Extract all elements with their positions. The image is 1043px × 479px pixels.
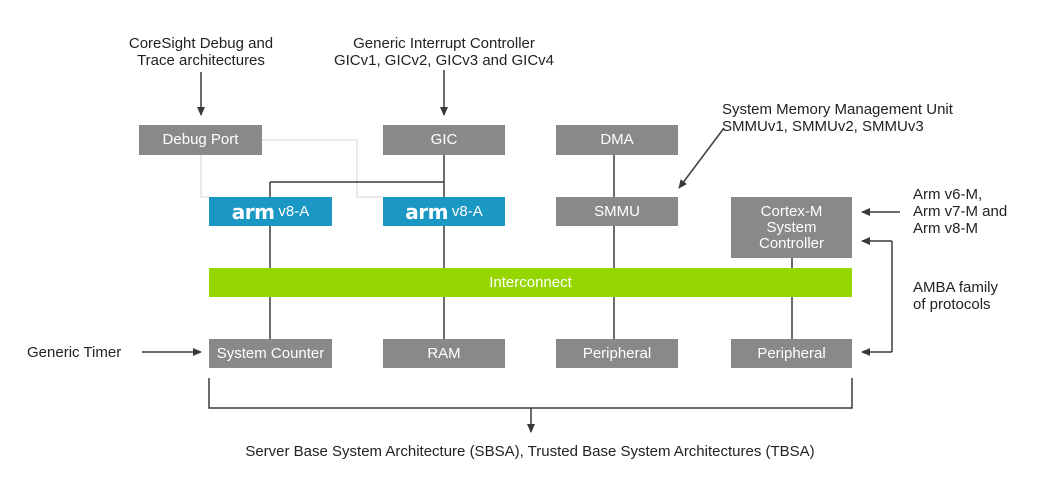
interconnect-bar: Interconnect xyxy=(209,268,852,297)
cortex-m-box: Cortex-M System Controller xyxy=(731,197,852,258)
armv8a-label-1: v8-A xyxy=(278,202,310,220)
smmu-arch-label: System Memory Management Unit SMMUv1, SM… xyxy=(722,101,953,135)
debug-port-box: Debug Port xyxy=(139,125,262,155)
armv8a-label-2: v8-A xyxy=(451,202,483,220)
system-counter-box: System Counter xyxy=(209,339,332,368)
sbsa-label: Server Base System Architecture (SBSA), … xyxy=(245,443,815,460)
gic-arch-label: Generic Interrupt Controller GICv1, GICv… xyxy=(333,35,555,69)
amba-label: AMBA family of protocols xyxy=(913,279,999,313)
armv8a-box-2: arm v8-A xyxy=(383,197,505,226)
armv8a-box-1: arm v8-A xyxy=(209,197,332,226)
arm-m-label: Arm v6-M, Arm v7-M and Arm v8-M xyxy=(913,186,1008,237)
gic-box: GIC xyxy=(383,125,505,155)
generic-timer-label: Generic Timer xyxy=(27,344,122,361)
coresight-label: CoreSight Debug and Trace architectures xyxy=(128,35,274,69)
smmu-box: SMMU xyxy=(556,197,678,226)
dma-box: DMA xyxy=(556,125,678,155)
arm-logo: arm xyxy=(231,199,275,224)
debug-connections xyxy=(200,139,383,198)
arm-logo: arm xyxy=(405,199,448,224)
ram-box: RAM xyxy=(383,339,505,368)
peripheral-box-1: Peripheral xyxy=(556,339,678,368)
peripheral-box-2: Peripheral xyxy=(731,339,852,368)
smmu-arch-arrow xyxy=(678,127,725,189)
sbsa-bracket xyxy=(208,378,853,409)
